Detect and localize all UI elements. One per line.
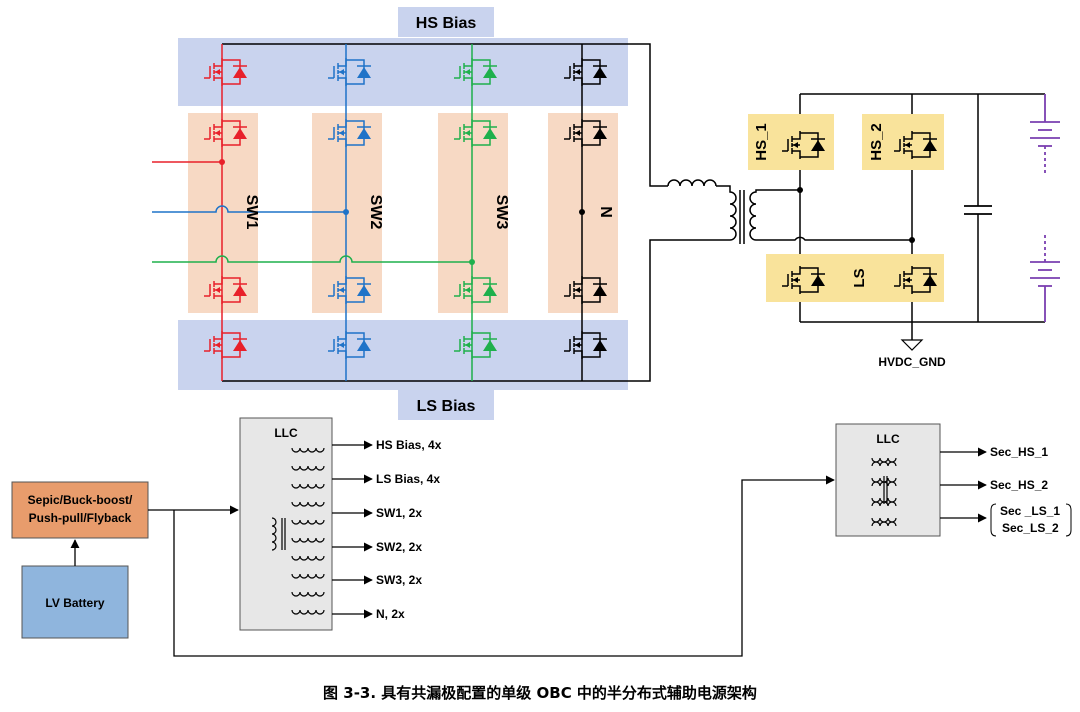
leg-band-sw1 [188,113,258,313]
leg-label-n: N [597,206,614,218]
llc1-outputs: HS Bias, 4x LS Bias, 4x SW1, 2x SW2, 2x SW3,… [332,438,442,621]
ac-node-2 [343,209,349,215]
ls-bias-label-box [398,390,494,420]
mosfet-array [204,58,607,359]
hs1-band [748,114,834,170]
mosfet-sw2-3 [328,276,371,304]
mosfet-n-3 [564,276,607,304]
leg-band-sw3 [438,113,508,313]
mosfet-n-4 [564,331,607,359]
bridge-node-right [909,237,915,243]
hs-bias-band [178,38,628,106]
lv-battery-box [21,565,129,639]
pre-to-llc2 [173,475,835,657]
mosfet-ls1 [782,266,825,294]
ac-line-3 [152,255,472,263]
hs-bias-label-box [398,7,494,37]
mosfet-n-2 [564,119,607,147]
mosfet-sw3-4 [454,331,497,359]
mosfet-sw2-1 [328,58,371,86]
llc2-brace-left [990,503,997,537]
llc2-output-1: Sec_HS_1 [990,445,1048,459]
hs1-label: HS_1 [753,123,770,161]
mosfet-n-1 [564,58,607,86]
ground-icon [900,339,924,351]
ac-node-3 [469,259,475,265]
secondary-winding [749,189,912,241]
llc2-output-3: Sec _LS_1 [1000,504,1060,518]
leg-label-sw1: SW1 [243,195,260,230]
llc2-output-4: Sec_LS_2 [1002,521,1059,535]
mosfet-sw2-4 [328,331,371,359]
top-bus [222,43,668,187]
hv-battery-icon [1030,94,1060,322]
bottom-bus [222,239,700,382]
mosfet-sw1-2 [204,119,247,147]
llc1-output-6: N, 2x [376,607,405,621]
bridge-node-left [797,187,803,193]
llc2-output-2: Sec_HS_2 [990,478,1048,492]
llc1-title: LLC [274,426,298,440]
llc1-output-5: SW3, 2x [376,573,422,587]
ground-label: HVDC_GND [878,355,946,369]
primary-winding [700,185,737,241]
llc1-output-4: SW2, 2x [376,540,422,554]
preconverter-box [11,481,149,539]
llc2-brace-right [1065,503,1072,537]
mosfet-hs2 [894,131,937,159]
mosfet-ls2 [894,266,937,294]
leg-label-sw3: SW3 [493,195,510,230]
mosfet-sw3-1 [454,58,497,86]
mosfet-sw3-3 [454,276,497,304]
figure-caption: 图 3-3. 具有共漏极配置的单级 OBC 中的半分布式辅助电源架构 [323,684,757,702]
llc2-title: LLC [876,432,900,446]
ls-band [766,254,944,302]
preconverter-line-2: Push-pull/Flyback [29,511,132,525]
llc1-transformer-icon [271,447,325,615]
hs-bias-label: HS Bias [416,15,477,32]
mosfet-sw1-4 [204,331,247,359]
secondary-mosfets [782,131,937,294]
mosfet-sw3-2 [454,119,497,147]
leg-label-sw2: SW2 [367,195,384,230]
llc1-output-1: HS Bias, 4x [376,438,442,452]
lv-battery-label: LV Battery [45,596,104,610]
mosfet-sw1-3 [204,276,247,304]
mosfet-hs1 [782,131,825,159]
ls-label: LS [851,268,868,287]
ls-bias-label: LS Bias [417,398,476,415]
hs2-label: HS_2 [868,123,885,161]
mosfet-sw2-2 [328,119,371,147]
llc2-transformer-icon [871,457,897,527]
n-node [579,209,585,215]
ac-line-2 [152,205,346,213]
ls-bias-band [178,320,628,390]
llc1-output-3: SW1, 2x [376,506,422,520]
ac-node-1 [219,159,225,165]
llc1-output-2: LS Bias, 4x [376,472,440,486]
mosfet-sw1-1 [204,58,247,86]
series-inductor [667,179,717,187]
preconverter-line-1: Sepic/Buck-boost/ [28,493,133,507]
